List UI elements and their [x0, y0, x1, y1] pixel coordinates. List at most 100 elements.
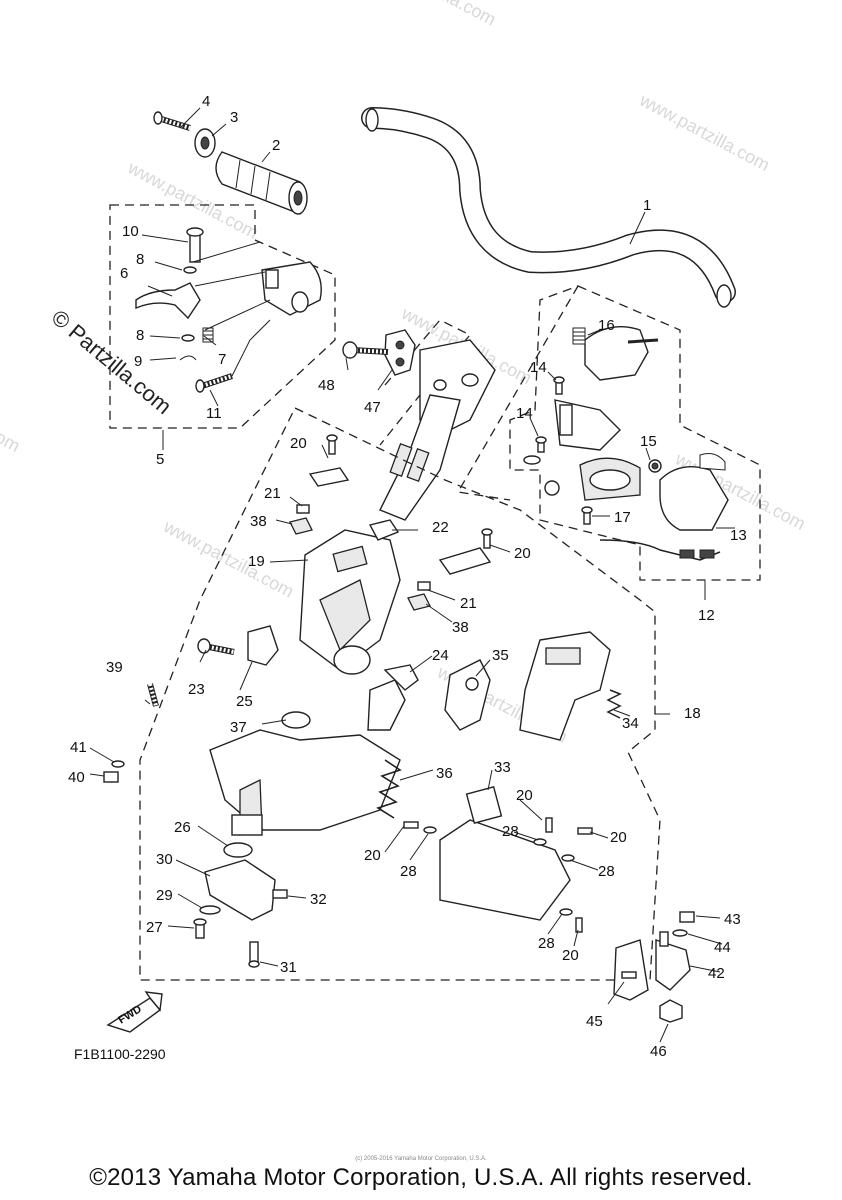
bolts-20-28	[403, 817, 593, 933]
callout-14: 14	[530, 359, 547, 376]
handlebar	[361, 107, 736, 308]
diagram-code: F1B1100-2290	[74, 1046, 166, 1062]
tilt-lock	[247, 625, 279, 666]
callout-labels: 1 2 3 4 5 6 7 8 8 9 10 11 12 13 14 14 15…	[68, 93, 747, 1060]
bracket-33	[439, 786, 571, 921]
callout-2: 2	[272, 137, 280, 154]
callout-32: 32	[310, 891, 327, 908]
cable-holder-upper	[299, 529, 401, 675]
callout-10: 10	[122, 223, 139, 240]
callout-38: 38	[452, 619, 469, 636]
callout-48: 48	[318, 377, 335, 394]
callout-28: 28	[400, 863, 417, 880]
grip-end-cap	[194, 128, 216, 158]
switch-housing-top	[572, 326, 659, 381]
washer	[181, 334, 195, 342]
callout-47: 47	[364, 399, 381, 416]
callout-20: 20	[364, 847, 381, 864]
bolt-27	[193, 918, 207, 939]
pivot-bolt	[195, 373, 233, 393]
callout-6: 6	[120, 265, 128, 282]
tension-spring	[376, 759, 402, 819]
switch-screw	[523, 436, 547, 465]
callout-28: 28	[502, 823, 519, 840]
nut-43	[679, 911, 695, 923]
watermark-text: www.partzilla.com	[160, 516, 297, 602]
callout-36: 36	[436, 765, 453, 782]
callout-3: 3	[230, 109, 238, 126]
callout-5: 5	[156, 451, 164, 468]
lower-column	[209, 711, 401, 836]
lever-spring	[202, 327, 214, 343]
watermark-text: www.partzilla.com	[636, 89, 773, 175]
watermark-text: www.partzilla.com	[362, 0, 499, 30]
callout-26: 26	[174, 819, 191, 836]
switch-spring-button	[648, 459, 662, 473]
callout-8: 8	[136, 327, 144, 344]
callout-20: 20	[610, 829, 627, 846]
grip	[215, 151, 308, 215]
grip-end-screw	[153, 111, 191, 131]
switch-wire	[599, 539, 721, 561]
bolt-screws	[326, 434, 493, 549]
washer-29	[199, 905, 221, 915]
switch-screw	[581, 506, 593, 525]
callout-28: 28	[598, 863, 615, 880]
callout-21: 21	[264, 485, 281, 502]
callout-29: 29	[156, 887, 173, 904]
callout-43: 43	[724, 911, 741, 928]
callout-31: 31	[280, 959, 297, 976]
main-body-outline	[139, 407, 661, 981]
callout-35: 35	[492, 647, 509, 664]
nut-small	[296, 504, 431, 591]
column-clamp	[384, 329, 416, 376]
callout-13: 13	[730, 527, 747, 544]
lever-pin	[186, 227, 204, 263]
callout-17: 17	[614, 509, 631, 526]
callout-42: 42	[708, 965, 725, 982]
callout-33: 33	[494, 759, 511, 776]
lock-bolt	[197, 638, 235, 655]
callout-37: 37	[230, 719, 247, 736]
callout-11: 11	[206, 405, 222, 422]
center-gear	[368, 519, 400, 541]
pin-31	[248, 941, 260, 968]
callout-1: 1	[643, 197, 651, 214]
nut-32	[272, 889, 288, 899]
switch-screw	[553, 376, 565, 395]
callout-20: 20	[516, 787, 533, 804]
watermark-vertical: © Partzilla.com	[47, 305, 177, 419]
callout-45: 45	[586, 1013, 603, 1030]
callout-18: 18	[684, 705, 701, 722]
cover-trim	[519, 631, 611, 741]
stopper-bracket	[204, 859, 276, 921]
clamp-bolt	[342, 341, 389, 359]
callout-27: 27	[146, 919, 163, 936]
adjuster-lever	[444, 659, 491, 731]
washer-44	[672, 929, 688, 937]
callout-38: 38	[250, 513, 267, 530]
callout-44: 44	[714, 939, 731, 956]
callout-25: 25	[236, 693, 253, 710]
stopper-bracket-42	[613, 931, 691, 1001]
switch-group-outline	[509, 285, 761, 581]
callout-21: 21	[460, 595, 477, 612]
leader-lines	[89, 107, 735, 1043]
connector	[679, 549, 695, 559]
connector	[699, 549, 715, 559]
switch-cover	[659, 453, 729, 531]
callout-34: 34	[622, 715, 639, 732]
throttle-lever	[135, 261, 322, 320]
bolt-45	[621, 971, 637, 979]
fwd-arrow-icon: FWD	[106, 991, 163, 1033]
callout-8: 8	[136, 251, 144, 268]
switch-housing-lower	[544, 399, 641, 501]
callout-39: 39	[106, 659, 123, 676]
throttle-group-outline	[109, 204, 336, 429]
callout-28: 28	[538, 935, 555, 952]
trim-spring	[606, 689, 622, 719]
spacer-block	[289, 517, 431, 611]
callout-4: 4	[202, 93, 210, 110]
callout-20: 20	[290, 435, 307, 452]
